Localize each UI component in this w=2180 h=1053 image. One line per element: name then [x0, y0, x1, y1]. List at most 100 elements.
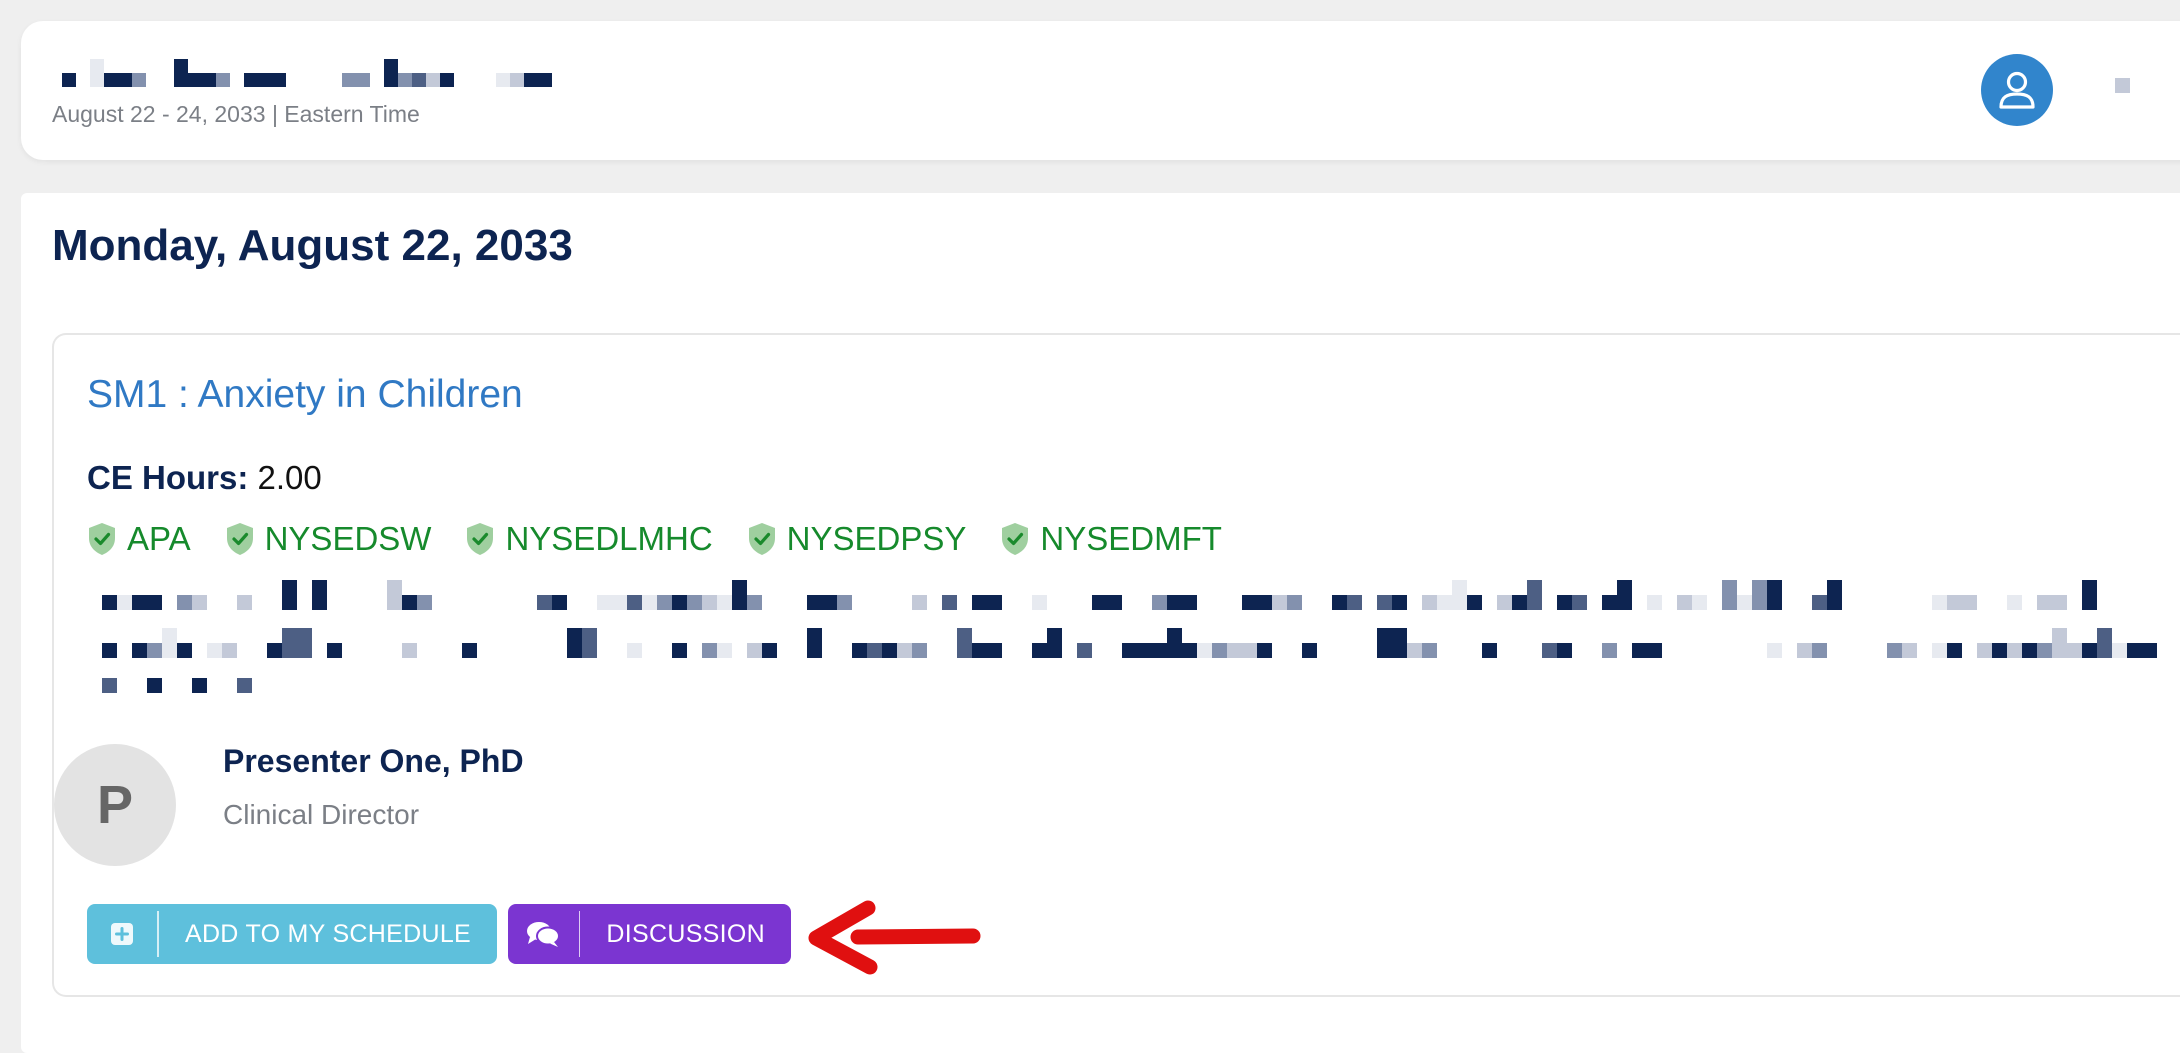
- redacted-block: [538, 73, 552, 87]
- button-divider: [157, 911, 159, 957]
- redacted-block: [702, 643, 717, 658]
- redacted-block: [1767, 580, 1782, 610]
- redacted-block: [2007, 595, 2022, 610]
- redacted-block: [1827, 580, 1842, 610]
- redacted-block: [762, 643, 777, 658]
- redacted-block: [62, 73, 76, 87]
- check-shield-icon: [89, 523, 115, 555]
- redacted-block: [1527, 580, 1542, 610]
- redacted-block: [104, 73, 118, 87]
- redacted-block: [192, 595, 207, 610]
- redacted-block: [1542, 643, 1557, 658]
- redacted-block: [244, 73, 258, 87]
- redacted-block: [147, 678, 162, 693]
- redacted-block: [1242, 643, 1257, 658]
- comments-icon: [508, 904, 579, 964]
- redacted-block: [312, 580, 327, 610]
- redacted-block: [216, 73, 230, 87]
- ce-hours: CE Hours: 2.00: [87, 459, 322, 497]
- redacted-block: [582, 628, 597, 658]
- redacted-block: [612, 595, 627, 610]
- redacted-block: [496, 73, 510, 87]
- accreditation-label: NYSEDPSY: [786, 520, 967, 557]
- redacted-block: [1962, 595, 1977, 610]
- add-to-schedule-label: ADD TO MY SCHEDULE: [184, 919, 471, 948]
- plus-square-icon: [87, 904, 157, 964]
- redacted-block: [2142, 643, 2157, 658]
- redacted-block: [1272, 595, 1287, 610]
- redacted-block: [2097, 628, 2112, 658]
- redacted-block: [147, 643, 162, 658]
- redacted-block: [717, 643, 732, 658]
- redacted-block: [1722, 580, 1737, 610]
- redacted-block: [1632, 643, 1647, 658]
- user-avatar-button[interactable]: [1981, 54, 2053, 126]
- redacted-block: [162, 628, 177, 658]
- redacted-block: [972, 643, 987, 658]
- redacted-block: [102, 678, 117, 693]
- redacted-block: [672, 643, 687, 658]
- user-icon: [1999, 71, 2035, 109]
- session-title-link[interactable]: SM1 : Anxiety in Children: [87, 373, 523, 416]
- redacted-block: [627, 643, 642, 658]
- redacted-block: [1122, 643, 1137, 658]
- session-description-redacted: [87, 628, 2157, 658]
- redacted-block: [1467, 595, 1482, 610]
- redacted-block: [1887, 643, 1902, 658]
- event-header: August 22 - 24, 2033 | Eastern Time: [21, 21, 2180, 160]
- redacted-block: [807, 595, 822, 610]
- redacted-block: [222, 643, 237, 658]
- redacted-block: [852, 643, 867, 658]
- redacted-block: [1602, 595, 1617, 610]
- redacted-block: [1092, 595, 1107, 610]
- redacted-block: [2052, 628, 2067, 658]
- discussion-button[interactable]: DISCUSSION: [508, 904, 791, 964]
- redacted-block: [327, 643, 342, 658]
- redacted-block: [342, 73, 356, 87]
- check-shield-icon: [226, 523, 253, 555]
- redacted-block: [440, 73, 454, 87]
- redacted-block: [1032, 595, 1047, 610]
- presenter-role: Clinical Director: [223, 799, 420, 830]
- add-to-schedule-button[interactable]: ADD TO MY SCHEDULE: [87, 904, 497, 964]
- redacted-block: [1692, 595, 1707, 610]
- discussion-label: DISCUSSION: [606, 919, 765, 948]
- redacted-block: [702, 595, 717, 610]
- redacted-block: [837, 595, 852, 610]
- button-divider: [578, 911, 581, 957]
- redacted-block: [1392, 628, 1407, 658]
- redacted-block: [597, 595, 612, 610]
- redacted-block: [1347, 595, 1362, 610]
- redacted-block: [672, 595, 687, 610]
- redacted-block: [1512, 595, 1527, 610]
- redacted-block: [356, 73, 370, 87]
- redacted-block: [202, 73, 216, 87]
- redacted-block: [552, 595, 567, 610]
- redacted-block: [1932, 643, 1947, 658]
- redacted-block: [1182, 595, 1197, 610]
- redacted-block: [1107, 595, 1122, 610]
- redacted-block: [426, 73, 440, 87]
- redacted-block: [1227, 643, 1242, 658]
- session-description-redacted: [87, 580, 2097, 610]
- redacted-block: [1752, 580, 1767, 610]
- accreditation-badge: APA: [87, 520, 191, 558]
- redacted-block: [2067, 643, 2082, 658]
- redacted-block: [132, 595, 147, 610]
- redacted-block: [1242, 595, 1257, 610]
- ce-hours-value: 2.00: [257, 459, 322, 496]
- redacted-block: [1452, 580, 1467, 610]
- redacted-block: [177, 595, 192, 610]
- redacted-block: [807, 628, 822, 658]
- redacted-block: [1137, 643, 1152, 658]
- redacted-block: [1422, 595, 1437, 610]
- redacted-block: [192, 678, 207, 693]
- redacted-block: [384, 59, 398, 87]
- redacted-block: [912, 643, 927, 658]
- redacted-block: [1197, 643, 1212, 658]
- redacted-block: [537, 595, 552, 610]
- accreditation-badge: NYSEDMFT: [1000, 520, 1222, 558]
- session-description-redacted: [87, 678, 252, 693]
- redacted-block: [102, 595, 117, 610]
- session-card: SM1 : Anxiety in Children CE Hours: 2.00…: [52, 333, 2180, 997]
